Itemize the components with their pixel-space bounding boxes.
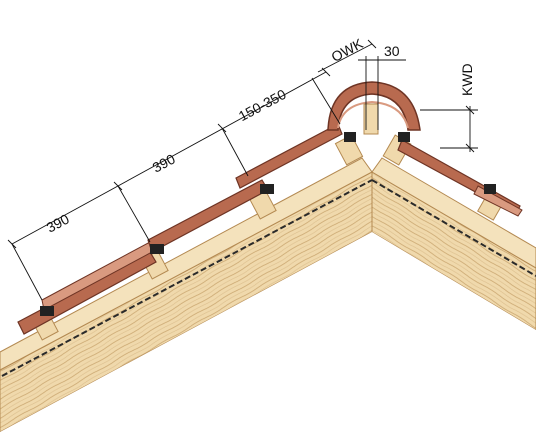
underlay-left: [1, 179, 373, 377]
label-gap-30: 30: [384, 43, 400, 59]
ridge-tile: [327, 81, 421, 135]
counter-batten-right: [371, 157, 536, 269]
batten: [334, 134, 364, 166]
label-390-lower: 390: [44, 210, 72, 235]
label-kwd: KWD: [459, 63, 475, 96]
label-owk: OWK: [328, 35, 366, 65]
gable-face: [0, 232, 536, 432]
tile-clip: [344, 132, 356, 142]
tile-clip: [260, 184, 274, 194]
dimension-lines: [7, 39, 478, 301]
underlay-right: [371, 179, 536, 277]
tile-clip: [40, 306, 54, 316]
label-390-upper: 390: [150, 150, 178, 175]
roof-structure: [0, 157, 536, 433]
roof-tile: [235, 123, 343, 189]
roof-tiles: [17, 123, 523, 335]
label-ridge-gauge: 150-350: [236, 86, 289, 124]
tile-clip: [484, 184, 496, 194]
tile-clip: [398, 132, 410, 142]
tile-clip: [150, 244, 164, 254]
